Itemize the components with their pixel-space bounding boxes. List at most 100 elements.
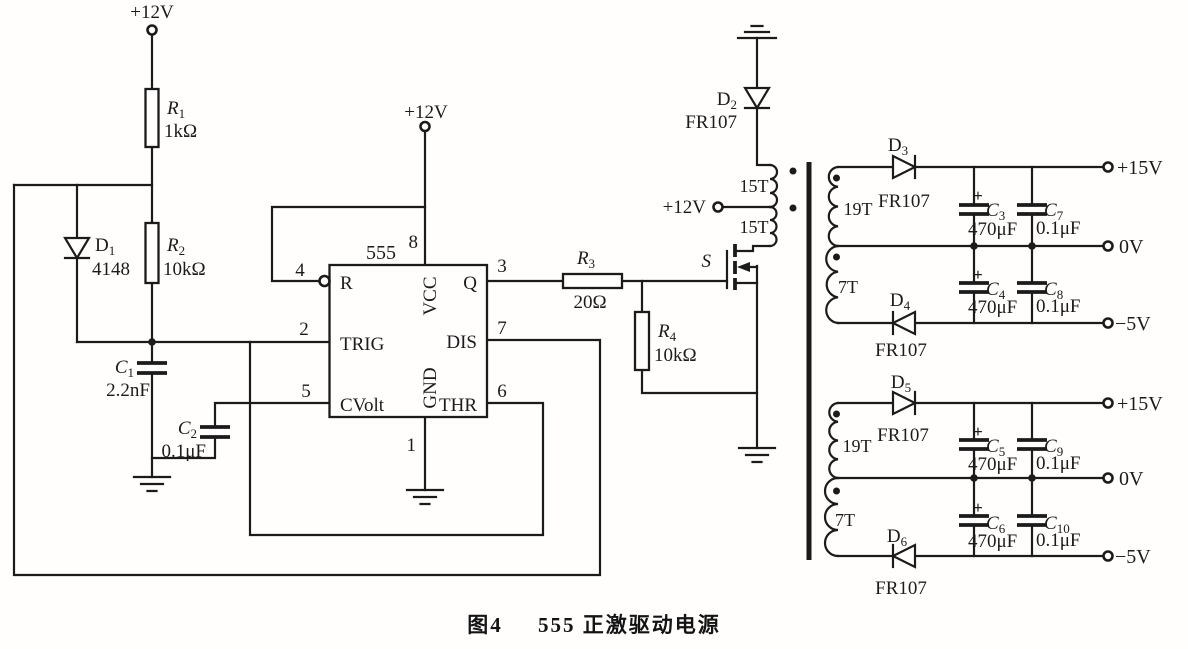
terminal-0v-top: [1102, 240, 1114, 252]
mosfet-body-arrow: [737, 262, 750, 272]
c3-value: 470μF: [968, 219, 1017, 240]
output-label-0v-top: 0V: [1119, 236, 1144, 258]
c9-value: 0.1μF: [1036, 453, 1081, 474]
r3-label: R3: [576, 248, 595, 271]
pin-num-5: 5: [301, 381, 311, 402]
primary-winding-2: [768, 205, 778, 248]
c2-label: C2: [178, 418, 197, 441]
c5-label: C5: [986, 436, 1005, 459]
figure-title: 555 正激驱动电源: [538, 613, 721, 637]
c6-value: 470μF: [968, 531, 1017, 552]
c3-plus-mark: +: [973, 186, 983, 205]
c10-value: 0.1μF: [1036, 530, 1081, 551]
wire-reset-loop: [270, 205, 427, 283]
diode-d6: D6 FR107: [875, 526, 927, 599]
mosfet-label: S: [702, 251, 712, 272]
d5-label: D5: [891, 372, 911, 395]
figure-number: 图4: [467, 613, 503, 637]
c6-label: C6: [986, 513, 1006, 536]
r3-value: 20Ω: [573, 292, 606, 313]
c5-plus-mark: +: [973, 422, 983, 441]
terminal-12v-primary: [712, 201, 724, 213]
r2-label: R2: [166, 235, 185, 258]
d4-label: D4: [890, 290, 911, 313]
primary-2-turns: 15T: [740, 217, 769, 237]
ic-555: 555 R TRIG CVolt Q DIS THR VCC GND 4 2 5…: [295, 232, 507, 456]
polarity-dot-primary-2: [789, 204, 797, 212]
wire-r4: [640, 279, 759, 395]
pin-num-3: 3: [497, 256, 507, 277]
capacitor-c4: + C4 470μF: [959, 244, 1017, 325]
r1-label: R1: [166, 98, 185, 121]
c6-plus-mark: +: [973, 498, 983, 517]
pin-num-6: 6: [497, 381, 507, 402]
pin-num-2: 2: [299, 319, 309, 340]
ground-mosfet-icon: [737, 446, 777, 464]
c7-value: 0.1μF: [1036, 218, 1081, 239]
secondary-7t-bottom: [823, 476, 840, 558]
c1-value: 2.2nF: [106, 380, 150, 401]
output-rails-top: [836, 165, 1105, 325]
sec1-19t-turns: 19T: [844, 199, 873, 219]
capacitor-c8: C8 0.1μF: [1017, 244, 1081, 325]
output-label-m5v-bottom: −5V: [1115, 546, 1151, 568]
d5-value: FR107: [877, 425, 929, 446]
capacitor-c3: + C3 470μF: [959, 165, 1017, 248]
output-label-m5v-top: −5V: [1115, 313, 1151, 335]
diode-d3: D3 FR107: [878, 135, 930, 212]
d1-label: D1: [95, 235, 115, 258]
terminal-p15v-bottom: [1102, 397, 1114, 409]
sec2-19t-turns: 19T: [843, 436, 872, 456]
terminal-12v-555: [419, 120, 431, 133]
r1-value: 1kΩ: [164, 121, 197, 142]
c7-label: C7: [1044, 200, 1064, 223]
resistor-r3: R3 20Ω: [561, 248, 624, 313]
c8-value: 0.1μF: [1036, 296, 1081, 317]
c3-label: C3: [986, 200, 1005, 223]
primary-winding-1: [768, 163, 779, 209]
ground-symbols: [132, 24, 778, 506]
ground-d2-inverted-icon: [736, 24, 778, 40]
transformer: 15T 15T 19T 7T 19T 7T: [740, 162, 873, 560]
capacitor-c1: C1 2.2nF: [106, 357, 167, 401]
pin-label-vcc: VCC: [420, 276, 441, 315]
c8-label: C8: [1044, 279, 1063, 302]
c2-value: 0.1μF: [161, 441, 206, 462]
output-label-p15v-bottom: +15V: [1117, 393, 1163, 415]
polarity-dot-sec2-7t: [833, 487, 840, 495]
diode-d5: D5 FR107: [877, 372, 929, 446]
ic-555-title: 555: [366, 242, 396, 264]
capacitor-c2: C2 0.1μF: [161, 418, 230, 462]
wire-thr-loop: [248, 340, 545, 537]
sec2-7t-turns: 7T: [835, 510, 855, 530]
capacitor-c9: C9 0.1μF: [1017, 401, 1081, 480]
polarity-dot-sec1-7t: [833, 253, 840, 261]
r4-label: R4: [657, 321, 677, 344]
pin-label-dis: DIS: [446, 332, 477, 353]
capacitor-c5: + C5 470μF: [959, 401, 1017, 480]
diode-d2: D2 FR107: [685, 86, 771, 133]
mosfet-s: S: [702, 244, 759, 290]
sec1-7t-turns: 7T: [838, 277, 858, 297]
output-rails-bottom: [836, 401, 1105, 558]
c10-label: C10: [1044, 513, 1070, 536]
r4-value: 10kΩ: [654, 345, 697, 366]
secondary-19t-bottom: [828, 401, 840, 480]
pin-num-1: 1: [407, 435, 417, 456]
supply-label-primary: +12V: [663, 197, 707, 218]
wire-dis-loop: [12, 183, 602, 577]
c4-plus-mark: +: [973, 265, 983, 284]
d6-label: D6: [887, 526, 908, 549]
pin-label-trig: TRIG: [340, 334, 385, 355]
polarity-dot-sec1-19t: [833, 174, 840, 182]
d6-value: FR107: [875, 578, 927, 599]
d3-value: FR107: [878, 191, 930, 212]
ground-555-icon: [405, 488, 445, 506]
polarity-dot-sec2-19t: [833, 410, 840, 418]
pin-num-4: 4: [295, 260, 305, 281]
c4-label: C4: [986, 279, 1006, 302]
reset-inversion-bubble: [318, 274, 331, 288]
supply-label-left: +12V: [130, 2, 174, 23]
